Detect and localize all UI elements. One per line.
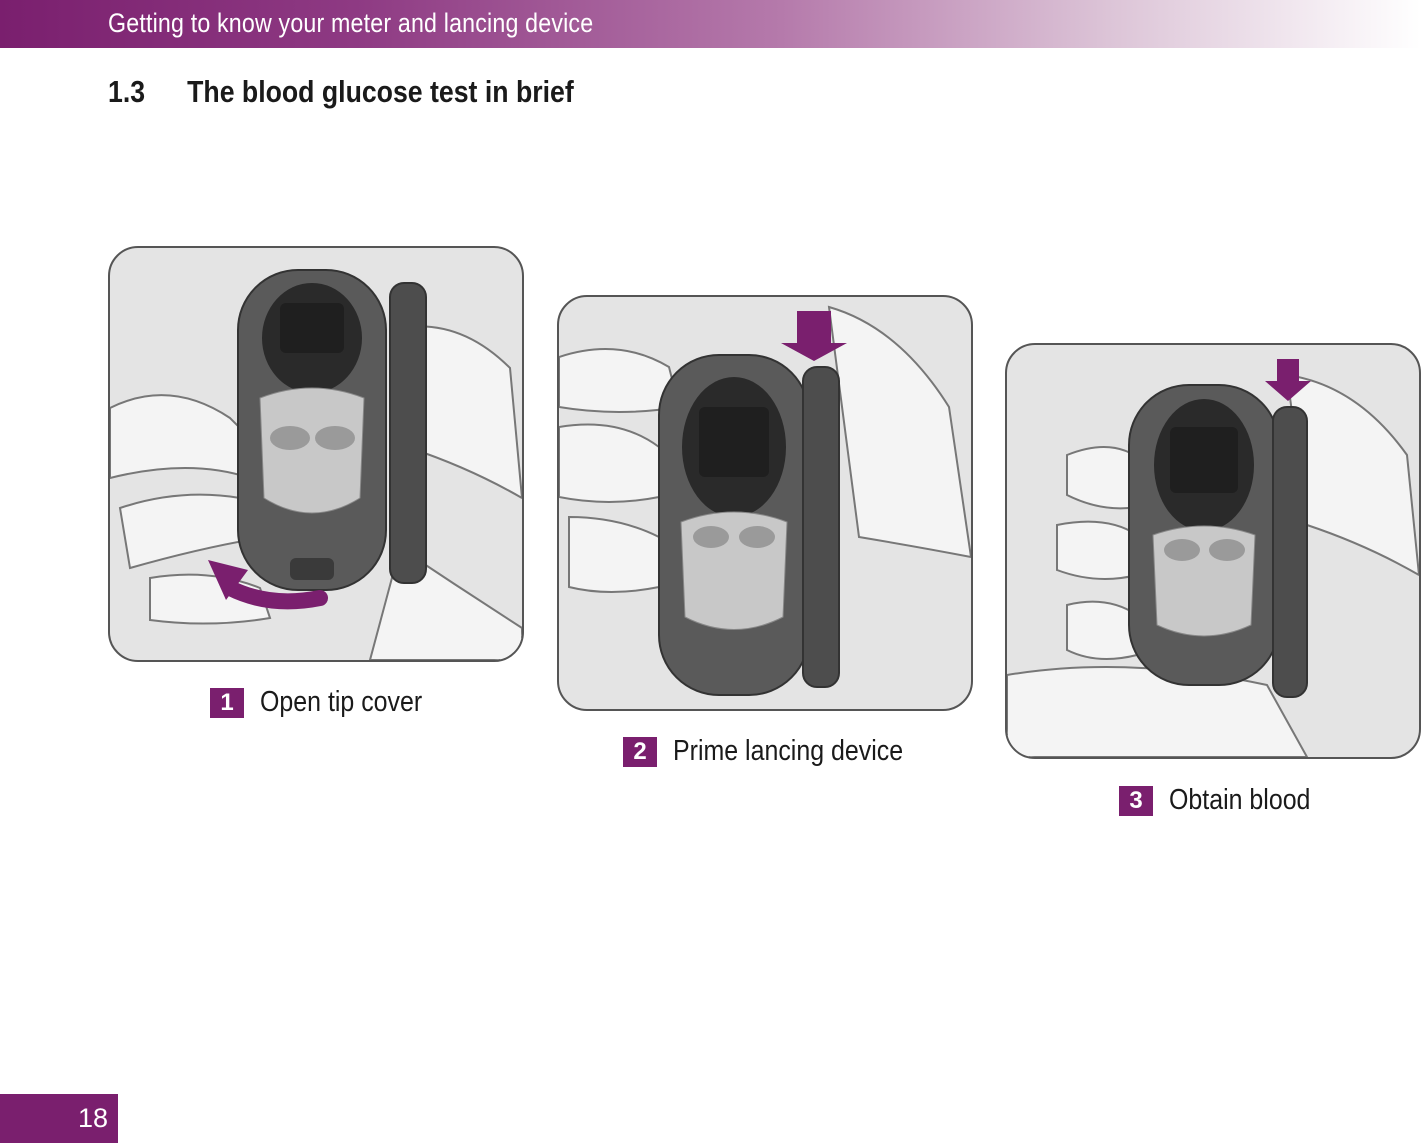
page-number-box: 18 <box>0 1094 118 1143</box>
chapter-title: Getting to know your meter and lancing d… <box>108 8 593 39</box>
step-1-illustration <box>108 246 524 662</box>
step-2-label: 2 Prime lancing device <box>623 735 941 768</box>
step-1-label: 1 Open tip cover <box>210 686 449 719</box>
step-caption: Prime lancing device <box>673 735 903 768</box>
step-3-label: 3 Obtain blood <box>1119 784 1333 817</box>
step-2-illustration <box>557 295 973 711</box>
section-title: The blood glucose test in brief <box>187 74 574 109</box>
step-caption: Open tip cover <box>260 686 422 719</box>
step-caption: Obtain blood <box>1169 784 1310 817</box>
step-3-illustration <box>1005 343 1421 759</box>
step-number-badge: 3 <box>1119 786 1153 816</box>
step-number-badge: 2 <box>623 737 657 767</box>
meter-prime-lancing-device-illustration <box>559 297 971 709</box>
page-number: 18 <box>78 1103 108 1134</box>
meter-obtain-blood-illustration <box>1007 345 1419 757</box>
chapter-header-bar: Getting to know your meter and lancing d… <box>0 0 1421 48</box>
section-number: 1.3 <box>108 74 187 110</box>
meter-open-tip-cover-illustration <box>110 248 522 660</box>
step-number-badge: 1 <box>210 688 244 718</box>
